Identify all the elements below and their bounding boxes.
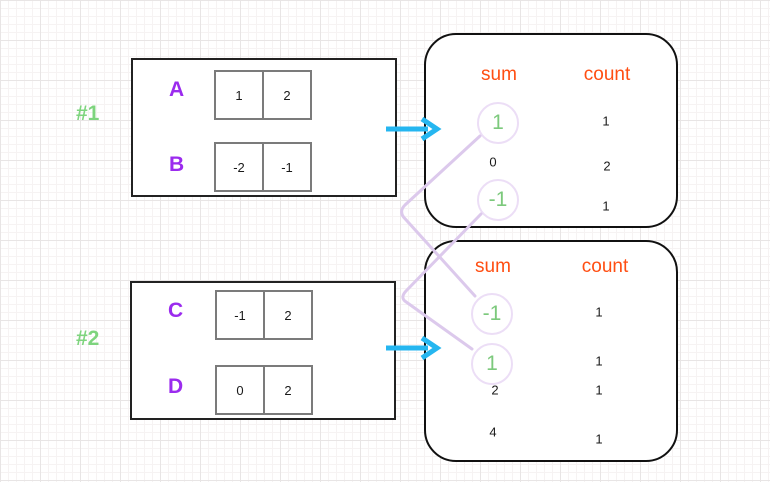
array-b-label: B bbox=[169, 153, 185, 176]
array-d-cells: 0 2 bbox=[215, 365, 313, 415]
sum-value: 1 bbox=[492, 111, 504, 134]
sum-value: -1 bbox=[488, 188, 508, 211]
array-cell: -1 bbox=[215, 290, 265, 340]
sum-header: sum bbox=[481, 64, 517, 85]
count-value: 1 bbox=[595, 382, 603, 398]
count-value: 1 bbox=[602, 198, 610, 214]
array-a-label: A bbox=[169, 78, 185, 101]
count-header: count bbox=[581, 256, 629, 277]
sum-header: sum bbox=[475, 256, 511, 277]
sum-value: 4 bbox=[489, 424, 497, 440]
array-c-label: C bbox=[168, 299, 184, 322]
array-a-cells: 1 2 bbox=[214, 70, 312, 120]
array-cell: 2 bbox=[263, 290, 313, 340]
sum-value: 0 bbox=[489, 154, 497, 170]
sum-value: -1 bbox=[482, 302, 502, 325]
array-b-cells: -2 -1 bbox=[214, 142, 312, 192]
highlight-circle bbox=[477, 102, 519, 144]
array-cell: 2 bbox=[262, 70, 312, 120]
highlight-circle bbox=[471, 343, 513, 385]
count-value: 1 bbox=[595, 431, 603, 447]
array-cell: 0 bbox=[215, 365, 265, 415]
count-header: count bbox=[583, 64, 631, 85]
array-cell: 1 bbox=[214, 70, 264, 120]
count-value: 2 bbox=[603, 158, 611, 174]
example-1-label: #1 bbox=[76, 102, 100, 125]
example-2-label: #2 bbox=[76, 327, 100, 350]
sum-value: 1 bbox=[486, 352, 498, 375]
count-value: 1 bbox=[602, 113, 610, 129]
example-2-sum-table: sum count -1 1 1 1 2 1 4 1 bbox=[424, 240, 678, 462]
array-c-cells: -1 2 bbox=[215, 290, 313, 340]
example-2-input-box: C -1 2 D 0 2 bbox=[130, 281, 396, 420]
count-value: 1 bbox=[595, 353, 603, 369]
example-1-sum-table: sum count 1 1 0 2 -1 1 bbox=[424, 33, 678, 228]
example-1-input-box: A 1 2 B -2 -1 bbox=[131, 58, 397, 197]
count-value: 1 bbox=[595, 304, 603, 320]
sum-value: 2 bbox=[491, 382, 499, 398]
array-cell: -1 bbox=[262, 142, 312, 192]
array-cell: 2 bbox=[263, 365, 313, 415]
array-cell: -2 bbox=[214, 142, 264, 192]
array-d-label: D bbox=[168, 375, 184, 398]
